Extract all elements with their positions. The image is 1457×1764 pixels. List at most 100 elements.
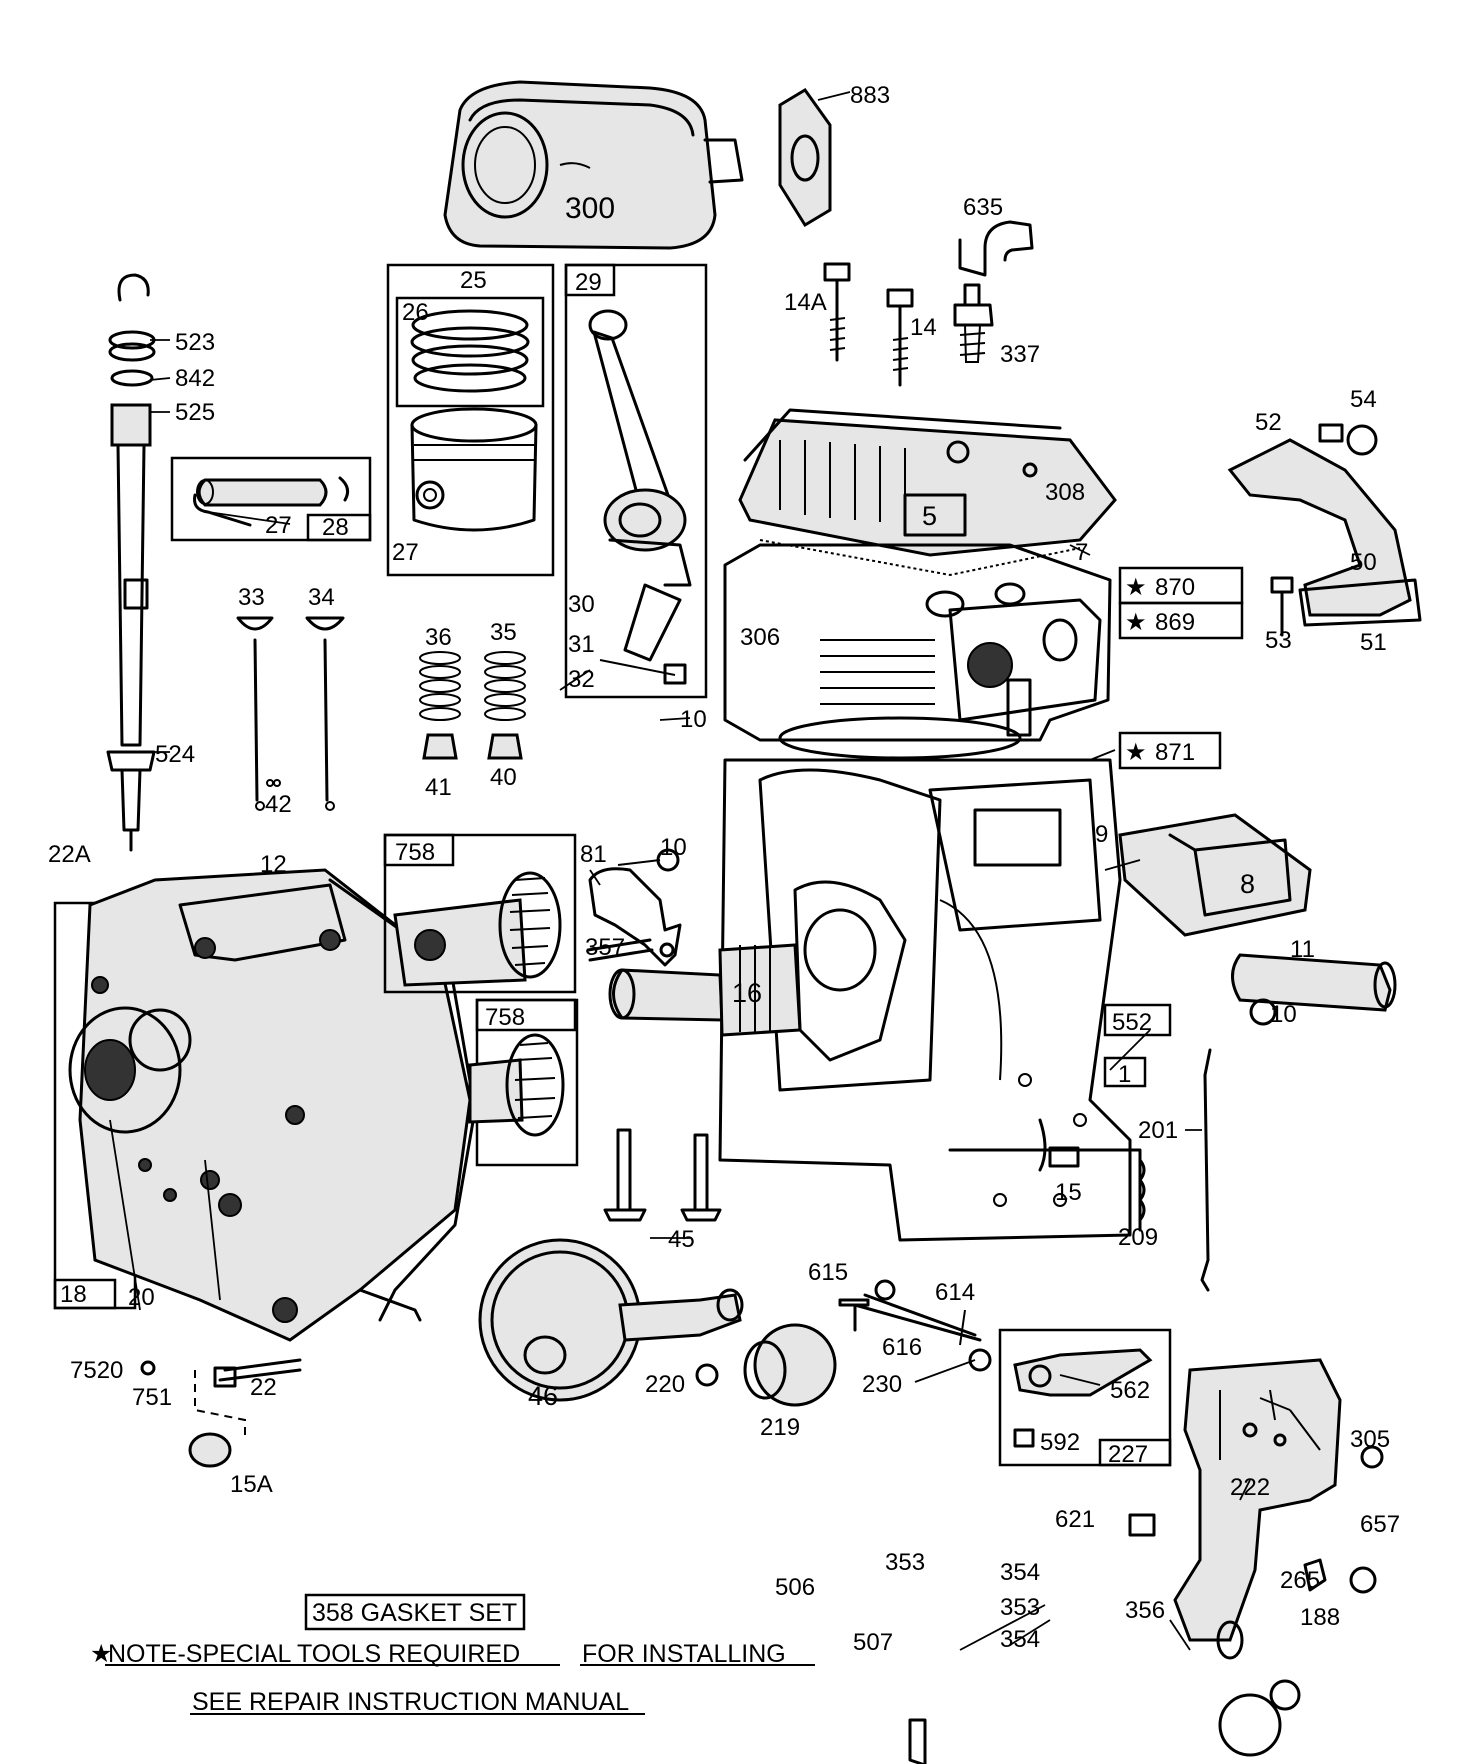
label-33: 33 xyxy=(238,584,265,611)
spark-plug-and-bolts-drawing xyxy=(823,220,1034,387)
lever-box xyxy=(998,1328,1172,1467)
label-28: 28 xyxy=(322,514,349,541)
governor-crank-drawing xyxy=(588,848,682,967)
label-220: 220 xyxy=(645,1371,685,1398)
label-25: 25 xyxy=(460,267,487,294)
label-14: 14 xyxy=(910,314,937,341)
label-52: 52 xyxy=(1255,409,1282,436)
gasket-set-box xyxy=(304,1593,526,1631)
label-219: 219 xyxy=(760,1414,800,1441)
star-box-871 xyxy=(1118,731,1222,770)
part-labels: 300 883 635 14A 14 337 25 26 27 28 27 29… xyxy=(48,82,1400,1656)
gear-box-upper xyxy=(383,833,577,994)
box-552 xyxy=(1103,1003,1172,1037)
label-26: 26 xyxy=(402,299,429,326)
label-50: 50 xyxy=(1350,549,1377,576)
crankcase-cover-drawing xyxy=(68,868,477,1342)
label-20: 20 xyxy=(128,1284,155,1311)
label-14a: 14A xyxy=(784,289,827,316)
label-357: 357 xyxy=(585,934,625,961)
label-621: 621 xyxy=(1055,1506,1095,1533)
label-34: 34 xyxy=(308,584,335,611)
label-615: 615 xyxy=(808,1259,848,1286)
label-883: 883 xyxy=(850,82,890,109)
label-5: 5 xyxy=(922,501,937,531)
label-657: 657 xyxy=(1360,1511,1400,1538)
dipstick-tube-drawing xyxy=(106,273,156,852)
label-18: 18 xyxy=(60,1281,87,1308)
connecting-rod-box xyxy=(564,263,708,699)
connecting-rod-label-box xyxy=(564,263,616,297)
valves-drawing xyxy=(236,616,345,811)
gasket-set-note: 358 GASKET SET xyxy=(312,1599,517,1627)
control-bracket-drawing xyxy=(1173,1358,1342,1660)
governor-gear-drawing xyxy=(743,1279,992,1407)
label-188: 188 xyxy=(1300,1604,1340,1631)
gear-box-lower-label xyxy=(475,998,577,1032)
gears-drawing xyxy=(393,871,565,1137)
label-201: 201 xyxy=(1138,1117,1178,1144)
label-758b: 758 xyxy=(485,1004,525,1031)
spring-209-drawing xyxy=(1138,1158,1146,1222)
label-81: 81 xyxy=(580,841,607,868)
label-7: 7 xyxy=(1075,539,1088,566)
plug-15-drawing xyxy=(1048,1146,1080,1168)
label-7520: 7520 xyxy=(70,1357,123,1384)
label-354a: 354 xyxy=(1000,1559,1040,1586)
camshaft-drawing xyxy=(478,1128,744,1402)
label-523: 523 xyxy=(175,329,215,356)
label-15a: 15A xyxy=(230,1471,273,1498)
label-635: 635 xyxy=(963,194,1003,221)
note-star: ★ xyxy=(90,1640,112,1668)
label-842: 842 xyxy=(175,365,215,392)
note-line-1: NOTE-SPECIAL TOOLS REQUIRED xyxy=(108,1640,520,1668)
label-869: 869 xyxy=(1155,609,1195,636)
label-54: 54 xyxy=(1350,386,1377,413)
label-354b: 354 xyxy=(1000,1626,1040,1653)
label-9: 9 xyxy=(1095,821,1108,848)
label-222: 222 xyxy=(1230,1474,1270,1501)
wrist-pin-box xyxy=(170,456,372,542)
label-524: 524 xyxy=(155,741,195,768)
label-53: 53 xyxy=(1265,627,1292,654)
label-35: 35 xyxy=(490,619,517,646)
label-12: 12 xyxy=(260,851,287,878)
note-line-2: SEE REPAIR INSTRUCTION MANUAL xyxy=(192,1688,629,1716)
star-box-869 xyxy=(1118,601,1244,640)
star-869: ★ xyxy=(1125,609,1147,636)
label-751: 751 xyxy=(132,1384,172,1411)
label-525: 525 xyxy=(175,399,215,426)
label-10c: 10 xyxy=(1270,1001,1297,1028)
small-hardware-drawing xyxy=(140,1358,1384,1764)
label-209: 209 xyxy=(1118,1224,1158,1251)
label-46: 46 xyxy=(528,1381,558,1411)
label-22: 22 xyxy=(250,1374,277,1401)
label-40: 40 xyxy=(490,764,517,791)
label-1: 1 xyxy=(1118,1061,1131,1088)
label-16: 16 xyxy=(732,978,762,1008)
crankcase-cover-label-box xyxy=(53,1278,117,1310)
label-552: 552 xyxy=(1112,1009,1152,1036)
wrist-pin-drawing xyxy=(193,476,350,527)
label-27b: 27 xyxy=(392,539,419,566)
breather-drawing xyxy=(1118,813,1312,937)
label-32: 32 xyxy=(568,666,595,693)
label-51: 51 xyxy=(1360,629,1387,656)
label-758a: 758 xyxy=(395,839,435,866)
valve-springs-drawing xyxy=(419,651,526,760)
label-15: 15 xyxy=(1055,1179,1082,1206)
label-305: 305 xyxy=(1350,1426,1390,1453)
label-11: 11 xyxy=(1290,936,1315,963)
label-306: 306 xyxy=(740,624,780,651)
notes: 358 GASKET SET ★ NOTE-SPECIAL TOOLS REQU… xyxy=(90,1599,786,1716)
cylinder-block-drawing xyxy=(718,543,1142,1242)
governor-link-drawing xyxy=(1200,1048,1212,1292)
gear-box-upper-label xyxy=(383,833,455,867)
label-41: 41 xyxy=(425,774,452,801)
crankshaft-drawing xyxy=(586,880,907,1062)
label-31: 31 xyxy=(568,631,595,658)
cylinder-head-drawing xyxy=(738,408,1117,577)
box-1 xyxy=(1103,1056,1147,1088)
label-29: 29 xyxy=(575,269,602,296)
